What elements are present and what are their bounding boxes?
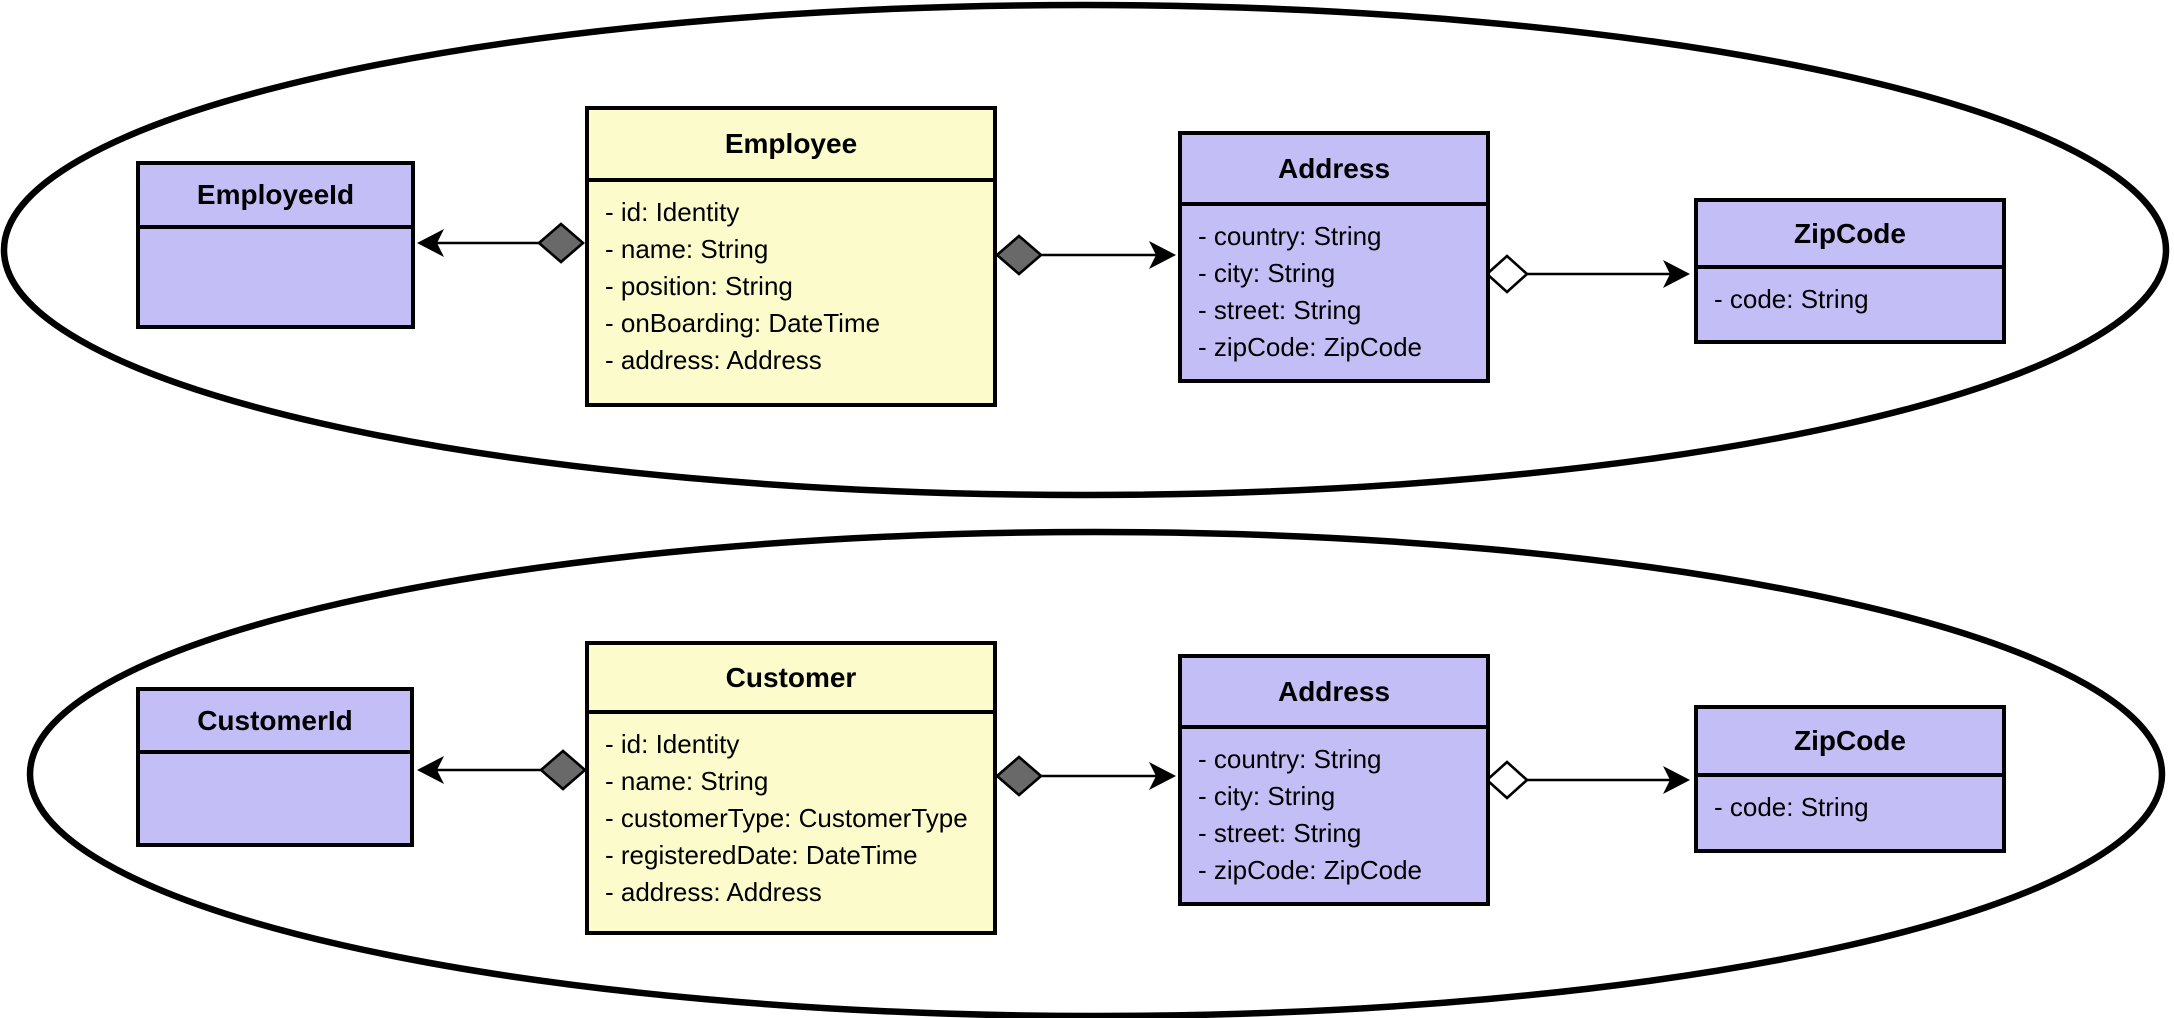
class-title: Address bbox=[1182, 658, 1486, 729]
aggregation-diamond-icon bbox=[1485, 760, 1529, 800]
aggregation-diamond-icon bbox=[1485, 254, 1529, 294]
composition-diamond-icon bbox=[995, 234, 1043, 276]
customer-aggregate-boundary-ellipse bbox=[27, 528, 2165, 1018]
class-box-customerid: CustomerId bbox=[136, 687, 414, 847]
class-box-address-employee: Address - country: String - city: String… bbox=[1178, 131, 1490, 383]
class-attributes: - code: String bbox=[1698, 777, 2002, 849]
class-attribute: - street: String bbox=[1198, 818, 1362, 848]
arrowhead-icon bbox=[417, 229, 444, 257]
class-attribute: - onBoarding: DateTime bbox=[605, 308, 881, 338]
class-attribute: - address: Address bbox=[605, 345, 822, 375]
class-attributes bbox=[140, 229, 411, 325]
customer-to-address-link bbox=[995, 755, 1176, 797]
composition-diamond-icon bbox=[539, 749, 587, 791]
arrowhead-icon bbox=[417, 756, 444, 784]
address-to-zipcode-link bbox=[1485, 254, 1690, 294]
arrowhead-icon bbox=[1663, 766, 1690, 794]
class-attribute: - country: String bbox=[1198, 744, 1382, 774]
class-attribute: - country: String bbox=[1198, 221, 1382, 251]
class-box-zipcode-customer: ZipCode - code: String bbox=[1694, 705, 2006, 853]
class-title: Employee bbox=[589, 110, 993, 182]
class-attributes: - country: String - city: String - stree… bbox=[1182, 206, 1486, 379]
employee-aggregate-boundary-ellipse bbox=[0, 1, 2170, 499]
class-box-employee: Employee - id: Identity - name: String -… bbox=[585, 106, 997, 407]
class-box-employeeid: EmployeeId bbox=[136, 161, 415, 329]
class-attribute: - name: String bbox=[605, 234, 769, 264]
class-attribute: - code: String bbox=[1714, 284, 1869, 314]
arrowhead-icon bbox=[1149, 762, 1176, 790]
class-attribute: - city: String bbox=[1198, 781, 1336, 811]
class-attribute: - city: String bbox=[1198, 258, 1336, 288]
class-attributes: - id: Identity - name: String - position… bbox=[589, 182, 993, 403]
class-attribute: - id: Identity bbox=[605, 729, 740, 759]
class-attributes: - code: String bbox=[1698, 269, 2002, 340]
class-attribute: - street: String bbox=[1198, 295, 1362, 325]
class-title: ZipCode bbox=[1698, 202, 2002, 269]
class-attribute: - customerType: CustomerType bbox=[605, 803, 968, 833]
class-attributes: - country: String - city: String - stree… bbox=[1182, 729, 1486, 902]
arrowhead-icon bbox=[1663, 260, 1690, 288]
class-box-zipcode-employee: ZipCode - code: String bbox=[1694, 198, 2006, 344]
class-attribute: - code: String bbox=[1714, 792, 1869, 822]
class-title: ZipCode bbox=[1698, 709, 2002, 777]
class-box-customer: Customer - id: Identity - name: String -… bbox=[585, 641, 997, 935]
class-title: Address bbox=[1182, 135, 1486, 206]
class-attribute: - id: Identity bbox=[605, 197, 740, 227]
arrowhead-icon bbox=[1149, 241, 1176, 269]
class-attribute: - registeredDate: DateTime bbox=[605, 840, 918, 870]
customer-to-customerid-link bbox=[417, 749, 587, 791]
class-attribute: - name: String bbox=[605, 766, 769, 796]
class-title: CustomerId bbox=[140, 691, 410, 754]
employee-to-address-link bbox=[995, 234, 1176, 276]
class-box-address-customer: Address - country: String - city: String… bbox=[1178, 654, 1490, 906]
class-attribute: - address: Address bbox=[605, 877, 822, 907]
address-to-zipcode-link-bottom bbox=[1485, 760, 1690, 800]
class-attribute: - zipCode: ZipCode bbox=[1198, 332, 1422, 362]
composition-diamond-icon bbox=[995, 755, 1043, 797]
employee-to-employeeid-link bbox=[417, 222, 585, 264]
class-attribute: - zipCode: ZipCode bbox=[1198, 855, 1422, 885]
class-title: Customer bbox=[589, 645, 993, 714]
composition-diamond-icon bbox=[537, 222, 585, 264]
class-attributes: - id: Identity - name: String - customer… bbox=[589, 714, 993, 931]
class-attribute: - position: String bbox=[605, 271, 793, 301]
class-attributes bbox=[140, 754, 410, 843]
class-title: EmployeeId bbox=[140, 165, 411, 229]
